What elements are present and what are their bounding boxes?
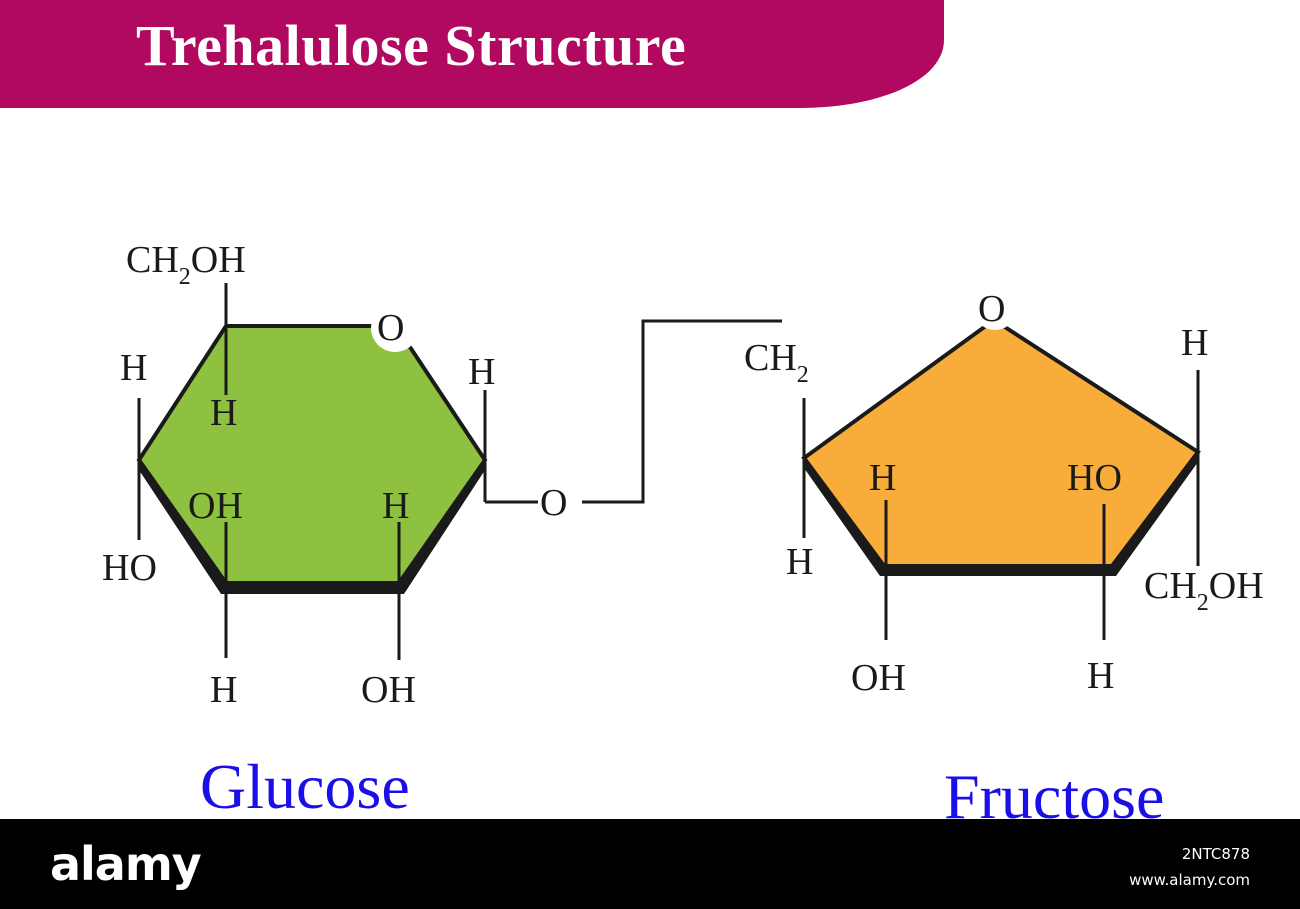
fructose-c4-ho-label: HO — [1067, 457, 1122, 499]
glucose-c4-h-label: H — [120, 347, 147, 389]
glucose-ring-oxygen-label: O — [377, 307, 404, 349]
footer-bar: alamy 2NTC878 www.alamy.com — [0, 819, 1300, 909]
alamy-logo: alamy — [50, 837, 202, 891]
glucose-c4-ho-label: HO — [102, 547, 157, 589]
glucose-c2-oh-label: OH — [361, 669, 416, 711]
fructose-c4-h-label: H — [1087, 655, 1114, 697]
linkage-ch2-label: CH2 — [744, 337, 809, 388]
glucose-ring-oxygen-bg — [371, 304, 419, 352]
fructose-c3-oh-label: OH — [851, 657, 906, 699]
fructose-c5-h-label: H — [1181, 322, 1208, 364]
glucose-caption: Glucose — [200, 751, 410, 822]
glucose-c1-h-label: H — [468, 351, 495, 393]
fructose-ring-oxygen-bg — [973, 286, 1017, 330]
title-banner-shape — [0, 0, 944, 108]
glucose-c2-h-label: H — [382, 485, 409, 527]
fructose-ring-oxygen-label: O — [978, 288, 1005, 330]
footer-image-info: 2NTC878 www.alamy.com — [1129, 841, 1250, 893]
fructose-ch2oh-label: CH2OH — [1144, 565, 1264, 616]
page-title: Trehalulose Structure — [136, 13, 687, 78]
glucose-bonds — [137, 283, 538, 660]
glucose-c3-oh-label: OH — [188, 485, 243, 527]
glucose-ch2oh-label: CH2OH — [126, 239, 246, 290]
glucose-c3-h-label: H — [210, 669, 237, 711]
glucose-c5-h-label: H — [210, 392, 237, 434]
fructose-c2-h-label: H — [786, 541, 813, 583]
glycosidic-linkage — [582, 319, 782, 504]
fructose-bonds — [802, 370, 1200, 640]
image-id: 2NTC878 — [1181, 845, 1250, 863]
title-banner — [0, 0, 944, 108]
trehalulose-diagram: CH2OH O H H H OH H HO H OH O CH2 O H H H… — [102, 239, 1264, 711]
linkage-oxygen-label: O — [540, 482, 567, 524]
fructose-c3-h-label: H — [869, 457, 896, 499]
footer-url: www.alamy.com — [1129, 871, 1250, 889]
fructose-ring — [801, 317, 1201, 568]
